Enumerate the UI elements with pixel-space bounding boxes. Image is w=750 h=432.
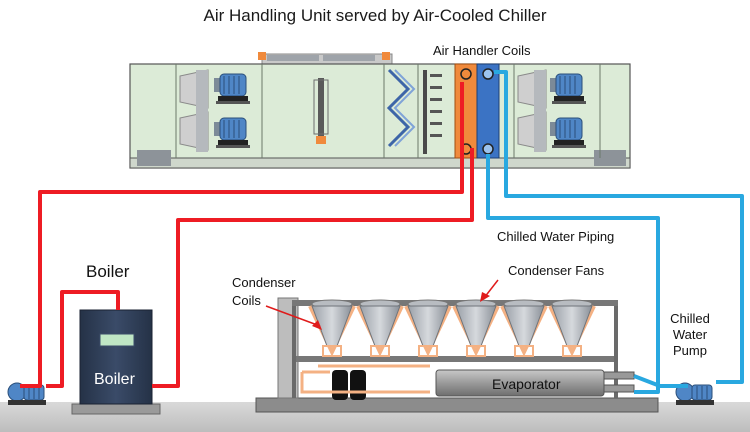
supply-fan-right [517,69,587,152]
evaporator-label: Evaporator [492,376,561,392]
supply-fan-left [179,69,251,152]
refrigerant-piping [300,364,430,394]
compressor-pair [332,370,366,400]
humidifier [423,70,442,154]
filter-bank [386,68,416,148]
boiler-unit-label: Boiler [94,371,135,388]
condenser-coil-array [308,305,596,357]
condenser-coils-label-line2: Coils [232,293,261,308]
condenser-fan-array [311,299,593,357]
condenser-coils-label-line1: Condenser [232,275,296,290]
chilled-water-pump-label-line3: Pump [673,343,707,358]
fan-coil-ring [370,345,390,357]
boiler-heading: Boiler [86,262,130,281]
fan-coil-ring [466,345,486,357]
evaporator [435,369,635,397]
air-handler-coils-label: Air Handler Coils [433,43,531,58]
condenser-fans-label: Condenser Fans [508,263,605,278]
chilled-water-pump-label-line1: Chilled [670,311,710,326]
fan-coil-ring [418,345,438,357]
air-cooled-chiller [255,297,659,413]
boiler [71,309,161,415]
heating-coil [454,63,478,159]
fan-coil-ring [322,345,342,357]
fan-coil-ring [562,345,582,357]
chilled-water-piping [486,70,744,394]
hot-water-piping [20,82,474,388]
air-handling-unit [129,52,631,169]
chilled-water-piping-label: Chilled Water Piping [497,229,615,244]
fan-coil-ring [514,345,534,357]
diagram-title: Air Handling Unit served by Air-Cooled C… [203,6,547,25]
chilled-water-pump-label-line2: Water [672,327,708,342]
damper-section [313,78,329,144]
cooling-coil [476,63,500,159]
callout-arrows [265,279,499,330]
